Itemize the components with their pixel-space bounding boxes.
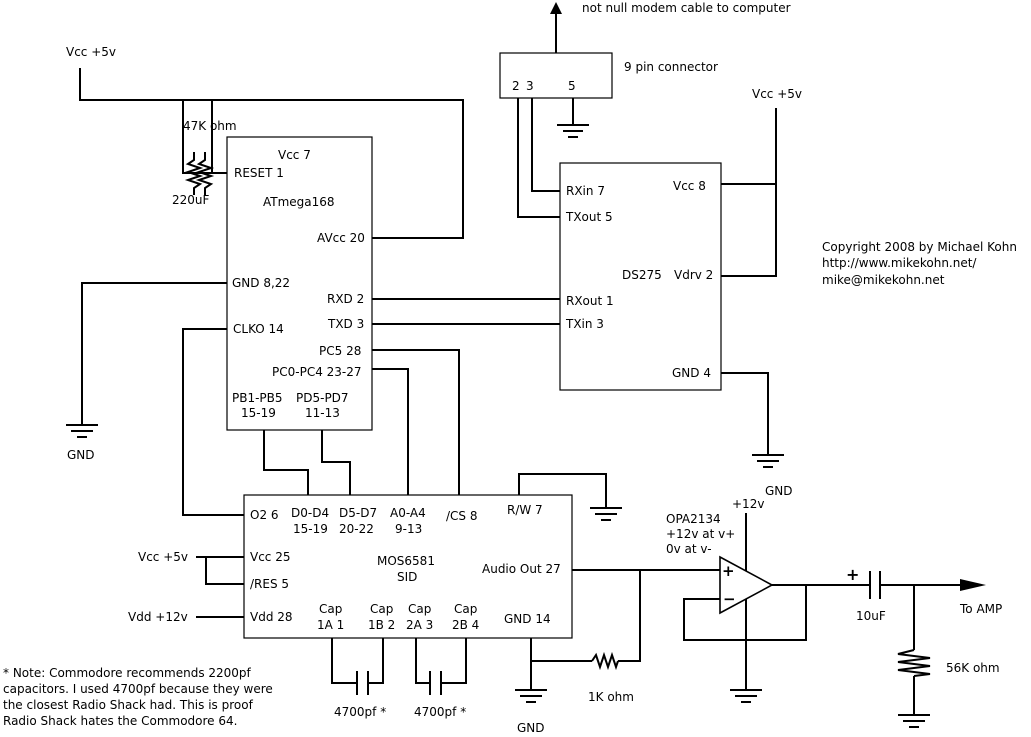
note-line3: the closest Radio Shack had. This is pro… <box>3 698 254 712</box>
atmega-reset: RESET 1 <box>234 166 284 180</box>
capacitor-1 <box>356 671 369 695</box>
vcc-left-label: Vcc +5v <box>66 45 116 59</box>
cap2-label: 4700pf * <box>414 705 466 719</box>
atmega-pb-b: 15-19 <box>241 406 276 420</box>
sid-audio: Audio Out 27 <box>482 562 561 576</box>
atmega-pb-a: PB1-PB5 <box>232 391 283 405</box>
capacitor-2 <box>429 671 442 695</box>
opamp-plus: + <box>722 562 735 580</box>
sid-d04-a: D0-D4 <box>291 506 329 520</box>
c10-plus: + <box>846 565 859 584</box>
copyright-line2: http://www.mikekohn.net/ <box>822 256 977 270</box>
atmega-clko: CLKO 14 <box>233 322 284 336</box>
atmega-vcc: Vcc 7 <box>278 148 311 162</box>
sid-rw: R/W 7 <box>507 503 543 517</box>
opamp-minus: − <box>723 590 736 608</box>
pin-3: 3 <box>526 79 534 93</box>
sid-cap1a-a: Cap <box>319 602 342 616</box>
resistor-47k <box>184 152 215 195</box>
atmega-avcc: AVcc 20 <box>317 231 365 245</box>
vcc-sid-label: Vcc +5v <box>138 550 188 564</box>
c10-label: 10uF <box>856 609 886 623</box>
sid-a04-a: A0-A4 <box>390 506 426 520</box>
labels: not null modem cable to computer 9 pin c… <box>3 1 1017 735</box>
copyright-line3: mike@mikekohn.net <box>822 273 945 287</box>
ground-symbol-sid <box>515 689 547 703</box>
sid-name: MOS6581 <box>377 554 435 568</box>
sid-d57-b: 20-22 <box>339 522 374 536</box>
sid-d57-a: D5-D7 <box>339 506 377 520</box>
cable-label: not null modem cable to computer <box>582 1 791 15</box>
copyright-line1: Copyright 2008 by Michael Kohn <box>822 240 1017 254</box>
sid-cap2b-a: Cap <box>454 602 477 616</box>
r56k-label: 56K ohm <box>946 661 1000 675</box>
atmega-pc5: PC5 28 <box>319 344 361 358</box>
note-line1: * Note: Commodore recommends 2200pf <box>3 666 252 680</box>
sid-gnd: GND 14 <box>504 612 551 626</box>
to-amp-label: To AMP <box>959 602 1002 616</box>
sid-a04-b: 9-13 <box>395 522 422 536</box>
sid-cap1b-b: 1B 2 <box>368 618 395 632</box>
opamp-vminus: 0v at v- <box>666 542 712 556</box>
ds275-rxin: RXin 7 <box>566 184 605 198</box>
ds275-vdrv: Vdrv 2 <box>674 268 713 282</box>
sid-cap2a-a: Cap <box>408 602 431 616</box>
ground-symbol-ds275 <box>752 454 784 468</box>
sid-vcc: Vcc 25 <box>250 550 291 564</box>
vdd-sid-label: Vdd +12v <box>128 610 188 624</box>
capacitor-10uf <box>869 571 881 599</box>
atmega-pc04: PC0-PC4 23-27 <box>272 365 362 379</box>
ds275-txout: TXout 5 <box>565 210 613 224</box>
sid-d04-b: 15-19 <box>293 522 328 536</box>
gnd-sid-label: GND <box>517 721 545 735</box>
r47k-label: 47K ohm <box>183 119 237 133</box>
op-amp-symbol <box>719 555 774 615</box>
sid-cs: /CS 8 <box>446 509 478 523</box>
c220-label: 220uF <box>172 193 210 207</box>
atmega-pd-b: 11-13 <box>305 406 340 420</box>
opamp-plus12: +12v <box>732 497 764 511</box>
note-line2: capacitors. I used 4700pf because they w… <box>3 682 273 696</box>
ds275-gnd: GND 4 <box>672 366 711 380</box>
atmega-txd: TXD 3 <box>327 317 364 331</box>
wires <box>79 2 986 715</box>
sid-vdd: Vdd 28 <box>250 610 293 624</box>
ground-symbol-rw <box>590 507 622 521</box>
sid-res: /RES 5 <box>250 577 289 591</box>
ds275-rxout: RXout 1 <box>566 294 614 308</box>
atmega-name: ATmega168 <box>263 195 335 209</box>
sid-cap1a-b: 1A 1 <box>317 618 344 632</box>
gnd-ds275-label: GND <box>765 484 793 498</box>
resistor-1k <box>591 651 619 671</box>
pin-5: 5 <box>568 79 576 93</box>
ground-symbol-connector <box>557 124 589 138</box>
ds275-txin: TXin 3 <box>565 317 604 331</box>
connector-label: 9 pin connector <box>624 60 718 74</box>
ground-symbol-opamp <box>730 689 762 703</box>
cap1-label: 4700pf * <box>334 705 386 719</box>
opamp-name: OPA2134 <box>666 512 721 526</box>
sid-name2: SID <box>397 570 417 584</box>
resistor-56k <box>897 649 931 677</box>
gnd-left-label: GND <box>67 448 95 462</box>
sid-o2: O2 6 <box>250 508 279 522</box>
ground-symbol-atmega <box>66 424 98 438</box>
ds275-name: DS275 <box>622 268 662 282</box>
atmega-gnd: GND 8,22 <box>232 276 290 290</box>
ground-symbol-output <box>898 714 930 728</box>
vcc-right-label: Vcc +5v <box>752 87 802 101</box>
atmega-pd-a: PD5-PD7 <box>296 391 349 405</box>
r1k-label: 1K ohm <box>588 690 634 704</box>
sid-cap2a-b: 2A 3 <box>406 618 433 632</box>
ds275-vcc: Vcc 8 <box>673 179 706 193</box>
pin-2: 2 <box>512 79 520 93</box>
sid-cap2b-b: 2B 4 <box>452 618 479 632</box>
atmega-rxd: RXD 2 <box>327 292 364 306</box>
sid-cap1b-a: Cap <box>370 602 393 616</box>
opamp-vplus: +12v at v+ <box>666 527 735 541</box>
note-line4: Radio Shack hates the Commodore 64. <box>3 714 237 728</box>
